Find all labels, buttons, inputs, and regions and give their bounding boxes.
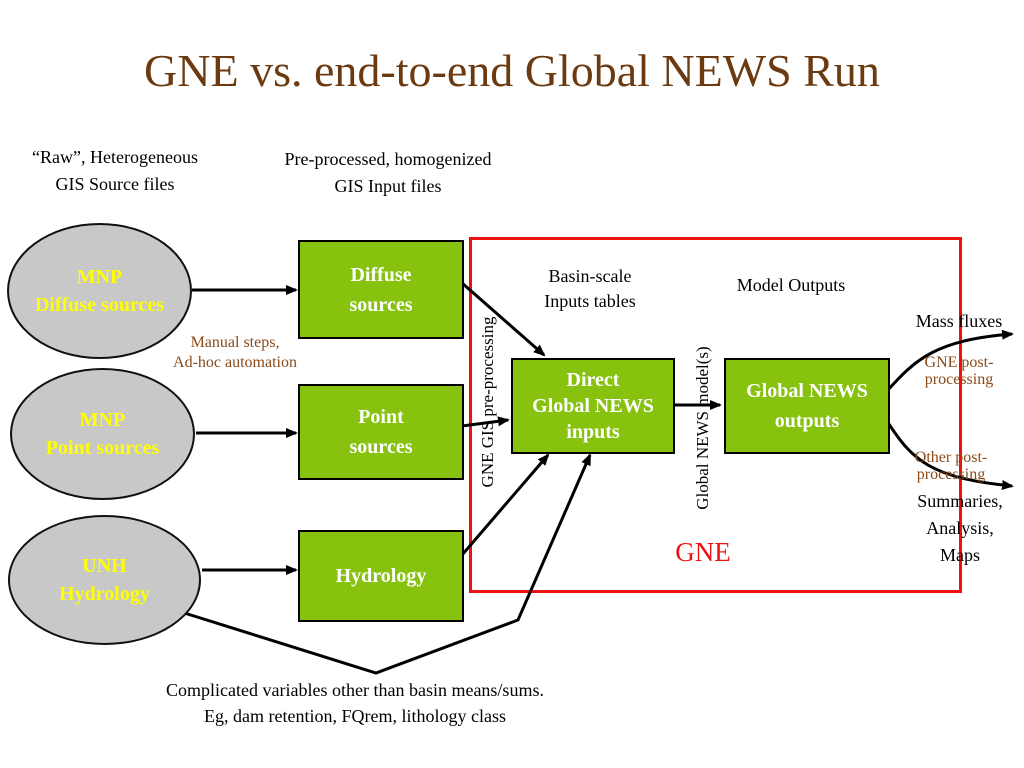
direct-line3: inputs bbox=[566, 421, 620, 443]
raw-files-caption: “Raw”, Heterogeneous GIS Source files bbox=[0, 144, 230, 198]
raw-caption-line1: “Raw”, Heterogeneous bbox=[32, 147, 198, 167]
arrow-hydrology-direct bbox=[460, 453, 550, 556]
ellipse-label-line2: Point sources bbox=[45, 437, 160, 459]
summaries-label: Summaries, Analysis, Maps bbox=[900, 488, 1020, 569]
basin-scale-caption: Basin-scale Inputs tables bbox=[520, 264, 660, 314]
gne-frame bbox=[469, 237, 962, 593]
gne-post-line2: processing bbox=[924, 371, 994, 388]
box-label-line1: Point bbox=[358, 406, 404, 428]
arrow-diffuse-direct bbox=[461, 281, 546, 357]
bottom-note: Complicated variables other than basin m… bbox=[80, 677, 630, 729]
other-post-line2: processing bbox=[916, 466, 986, 483]
basin-line2: Inputs tables bbox=[544, 291, 636, 311]
direct-line2: Global NEWS bbox=[532, 395, 654, 417]
bottom-note-line2: Eg, dam retention, FQrem, lithology clas… bbox=[204, 706, 506, 726]
point-sources-box: Point sources bbox=[298, 384, 464, 480]
other-post-line1: Other post- bbox=[914, 449, 988, 466]
gne-post-processing-label: GNE post- processing bbox=[900, 354, 1018, 388]
box-label-line1: Hydrology bbox=[335, 565, 427, 587]
arrow-unh-bypass bbox=[177, 453, 592, 675]
box-label-line1: Diffuse bbox=[350, 263, 412, 286]
preprocessed-line2: GIS Input files bbox=[334, 176, 442, 196]
arrow-point-direct bbox=[461, 416, 510, 428]
global-news-outputs-box: Global NEWS outputs bbox=[724, 358, 890, 454]
arrow-other-post bbox=[885, 420, 1014, 491]
hydrology-box: Hydrology bbox=[298, 530, 464, 622]
manual-line2: Ad-hoc automation bbox=[173, 354, 297, 371]
gne-post-line1: GNE post- bbox=[924, 354, 994, 371]
mnp-diffuse-ellipse: MNP Diffuse sources bbox=[7, 223, 192, 359]
ellipse-label-line1: UNH bbox=[82, 555, 127, 577]
diffuse-sources-box: Diffuse sources bbox=[298, 240, 464, 339]
basin-line1: Basin-scale bbox=[548, 266, 632, 286]
model-outputs-caption: Model Outputs bbox=[736, 275, 846, 295]
ellipse-label-line1: MNP bbox=[79, 409, 126, 431]
raw-caption-line2: GIS Source files bbox=[55, 174, 175, 194]
bottom-note-line1: Complicated variables other than basin m… bbox=[166, 680, 544, 700]
ellipse-label-line2: Diffuse sources bbox=[34, 294, 165, 316]
direct-line1: Direct bbox=[566, 369, 620, 391]
preprocessed-line1: Pre-processed, homogenized bbox=[284, 149, 492, 169]
arrow-gne-post bbox=[885, 329, 1014, 393]
mnp-point-ellipse: MNP Point sources bbox=[10, 368, 195, 500]
manual-line1: Manual steps, bbox=[190, 334, 280, 351]
other-post-processing-label: Other post- processing bbox=[892, 449, 1010, 483]
ellipse-label-line1: MNP bbox=[76, 266, 123, 288]
global-news-models-label: Global NEWS model(s) bbox=[693, 346, 712, 510]
unh-hydrology-ellipse: UNH Hydrology bbox=[8, 515, 201, 645]
direct-inputs-box: Direct Global NEWS inputs bbox=[511, 358, 675, 454]
summaries-line1: Summaries, bbox=[917, 491, 1003, 511]
manual-steps-note: Manual steps, Ad-hoc automation bbox=[150, 333, 320, 373]
page-title: GNE vs. end-to-end Global NEWS Run bbox=[144, 45, 880, 96]
preprocessed-caption: Pre-processed, homogenized GIS Input fil… bbox=[248, 146, 528, 200]
box-label-line2: sources bbox=[349, 293, 413, 316]
box-label-line2: sources bbox=[349, 436, 413, 458]
outputs-line1: Global NEWS bbox=[746, 380, 868, 402]
gne-gis-preprocessing-label: GNE GIS pre-processing bbox=[478, 316, 497, 488]
ellipse-label-line2: Hydrology bbox=[59, 583, 150, 605]
summaries-line2: Analysis, bbox=[926, 518, 994, 538]
mass-fluxes-label: Mass fluxes bbox=[915, 311, 1003, 331]
gne-label: GNE bbox=[675, 537, 731, 567]
outputs-line2: outputs bbox=[774, 410, 840, 432]
summaries-line3: Maps bbox=[940, 545, 980, 565]
